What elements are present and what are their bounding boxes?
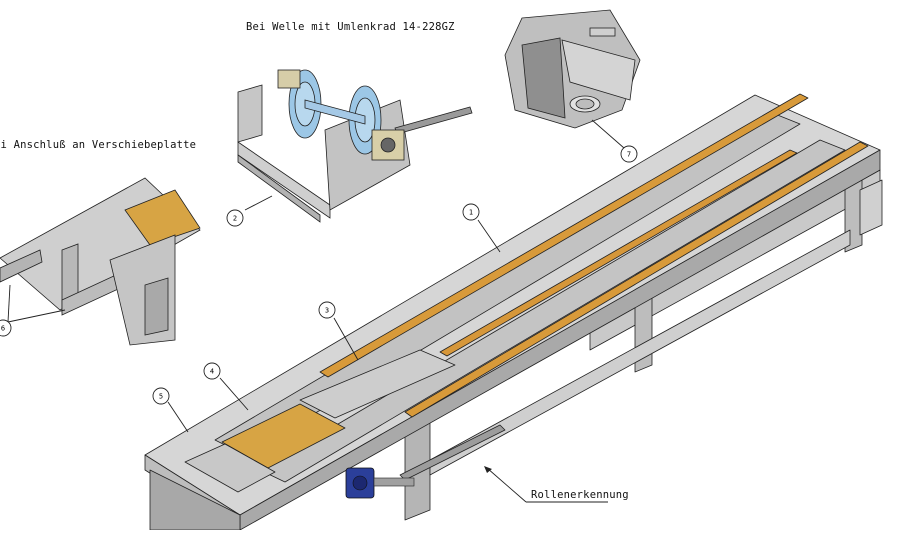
svg-text:1: 1 bbox=[469, 209, 473, 217]
callouts bbox=[7, 119, 625, 503]
callout-7: 7 bbox=[620, 145, 638, 163]
front-plate-base bbox=[184, 443, 276, 493]
shaft bbox=[304, 99, 366, 125]
callout-5: 5 bbox=[152, 387, 170, 405]
callout-2: 2 bbox=[226, 209, 244, 227]
main-conveyor bbox=[144, 93, 883, 531]
svg-text:7: 7 bbox=[627, 151, 631, 159]
shaft-assembly bbox=[237, 69, 473, 223]
svg-text:3: 3 bbox=[325, 307, 329, 315]
detail-bracket bbox=[561, 39, 636, 101]
callout-3: 3 bbox=[318, 301, 336, 319]
rollen-arrow bbox=[484, 466, 492, 473]
detail-dark-face bbox=[521, 37, 566, 119]
center-plate bbox=[299, 349, 456, 419]
channel-top bbox=[214, 111, 801, 456]
rail-top-orange bbox=[319, 93, 809, 378]
callout-1: 1 bbox=[462, 203, 480, 221]
callout-4: 4 bbox=[203, 362, 221, 380]
side-flange bbox=[859, 179, 883, 236]
callout-bubbles: 1 2 3 4 5 6 7 bbox=[0, 145, 638, 405]
rail-upper-orange bbox=[439, 149, 798, 357]
title-anschluss-verschiebeplatte: ei Anschluß an Verschiebeplatte bbox=[0, 139, 197, 151]
svg-text:2: 2 bbox=[233, 215, 237, 223]
svg-text:5: 5 bbox=[159, 393, 163, 401]
svg-text:4: 4 bbox=[210, 368, 214, 376]
title-welle-umlenkrad: Bei Welle mit Umlenkrad 14-228GZ bbox=[246, 21, 455, 33]
left-connection bbox=[0, 177, 201, 346]
drive-bearing bbox=[345, 467, 415, 499]
svg-text:6: 6 bbox=[1, 325, 5, 333]
detail-cutout bbox=[504, 9, 641, 129]
channel-mid bbox=[259, 139, 846, 483]
callout-6: 6 bbox=[0, 319, 12, 337]
crossbar-lower bbox=[429, 229, 851, 476]
left-plate-orange bbox=[124, 189, 201, 246]
shaft-frame bbox=[237, 84, 263, 143]
label-rollenerkennung: Rollenerkennung bbox=[531, 489, 629, 501]
rail-middle-orange bbox=[404, 141, 869, 418]
